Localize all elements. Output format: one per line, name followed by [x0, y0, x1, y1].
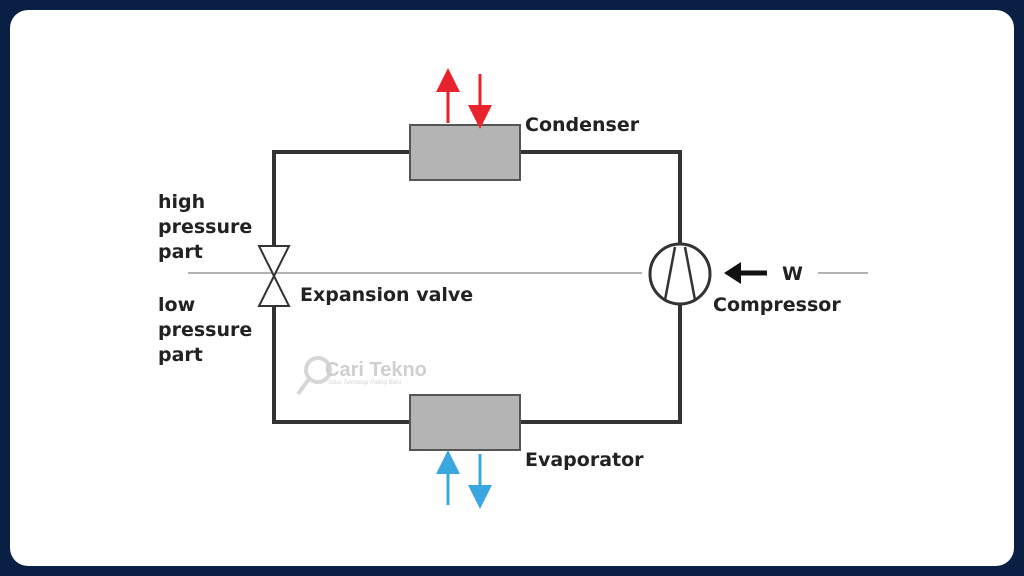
condenser-label: Condenser [525, 114, 640, 136]
refrigeration-cycle-diagram: Condenser Evaporator Expansion valve Com… [158, 68, 868, 509]
condenser-heat-arrows [436, 68, 492, 129]
evaporator-heat-arrows [436, 450, 492, 509]
low-pressure-line-2: pressure [158, 319, 252, 341]
compressor-label: Compressor [713, 294, 841, 316]
watermark: Cari Tekno Situs Teknologi Paling Baru [296, 356, 427, 396]
expansion-valve-label: Expansion valve [300, 284, 473, 306]
high-pressure-line-1: high [158, 191, 205, 213]
condenser-box [409, 124, 521, 181]
diagram-frame: Condenser Evaporator Expansion valve Com… [10, 10, 1014, 566]
work-label: W [782, 263, 803, 285]
high-pressure-line-3: part [158, 241, 203, 263]
watermark-brand: Cari Tekno [325, 359, 427, 381]
low-pressure-line-1: low [158, 294, 195, 316]
low-pressure-line-3: part [158, 344, 203, 366]
evaporator-label: Evaporator [525, 449, 644, 471]
compressor-symbol [648, 242, 712, 306]
watermark-tagline: Situs Teknologi Paling Baru [328, 380, 402, 386]
work-input-arrow [724, 262, 767, 284]
high-pressure-line-2: pressure [158, 216, 252, 238]
expansion-valve-symbol [257, 245, 291, 307]
magnifier-icon [296, 356, 332, 396]
evaporator-box [409, 394, 521, 451]
refrigerant-loop [272, 150, 682, 424]
